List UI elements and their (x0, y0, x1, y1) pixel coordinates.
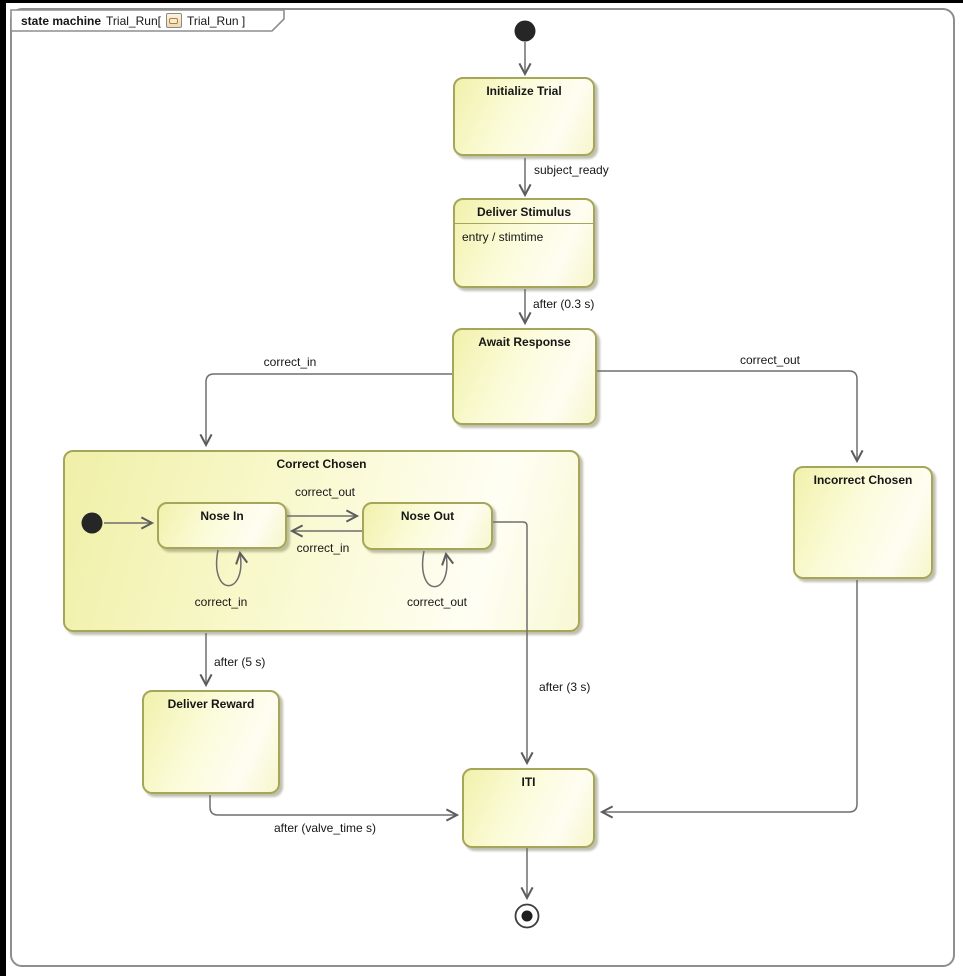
state-title: ITI (521, 775, 536, 789)
transition-label-after-5s[interactable]: after (5 s) (214, 655, 266, 669)
transition-label-correct-in[interactable]: correct_in (263, 355, 317, 369)
state-title: Await Response (478, 335, 571, 349)
frame-title: state machine Trial_Run[ Trial_Run ] (21, 13, 245, 28)
frame-ref: Trial_Run ] (186, 13, 246, 28)
image-border-left (0, 0, 6, 976)
state-title: Deliver Reward (167, 697, 255, 711)
state-deliver-reward[interactable]: Deliver Reward (142, 690, 280, 794)
state-entry-action: entry / stimtime (462, 230, 544, 244)
state-title: Nose In (200, 509, 244, 523)
state-title: Incorrect Chosen (813, 473, 913, 487)
transition-label-after-stim[interactable]: after (0.3 s) (533, 297, 595, 311)
transition-label-after-valve[interactable]: after (valve_time s) (273, 821, 377, 835)
compartment-separator (455, 223, 593, 224)
state-title: Deliver Stimulus (476, 205, 572, 219)
state-title: Initialize Trial (486, 84, 562, 98)
state-initialize-trial[interactable]: Initialize Trial (453, 77, 595, 156)
transition-label-noseout-to-nosein[interactable]: correct_in (296, 541, 350, 555)
frame-name: Trial_Run[ (106, 13, 161, 28)
state-nose-in[interactable]: Nose In (157, 502, 287, 549)
image-border-top (0, 0, 963, 3)
state-title: Nose Out (400, 509, 455, 523)
diagram-icon (165, 13, 182, 28)
state-iti[interactable]: ITI (462, 768, 595, 848)
transition-label-subject-ready[interactable]: subject_ready (534, 163, 609, 177)
state-deliver-stimulus[interactable]: Deliver Stimulus entry / stimtime (453, 198, 595, 288)
transition-label-correct-out[interactable]: correct_out (739, 353, 801, 367)
state-nose-out[interactable]: Nose Out (362, 502, 493, 550)
state-incorrect-chosen[interactable]: Incorrect Chosen (793, 466, 933, 579)
state-title: Correct Chosen (276, 457, 367, 471)
transition-label-noseout-self[interactable]: correct_out (406, 595, 468, 609)
frame-keyword: state machine (21, 13, 102, 28)
transition-label-after-3s[interactable]: after (3 s) (539, 680, 591, 694)
state-await-response[interactable]: Await Response (452, 328, 597, 425)
transition-label-nosein-self[interactable]: correct_in (194, 595, 248, 609)
transition-label-nosein-to-noseout[interactable]: correct_out (294, 485, 356, 499)
